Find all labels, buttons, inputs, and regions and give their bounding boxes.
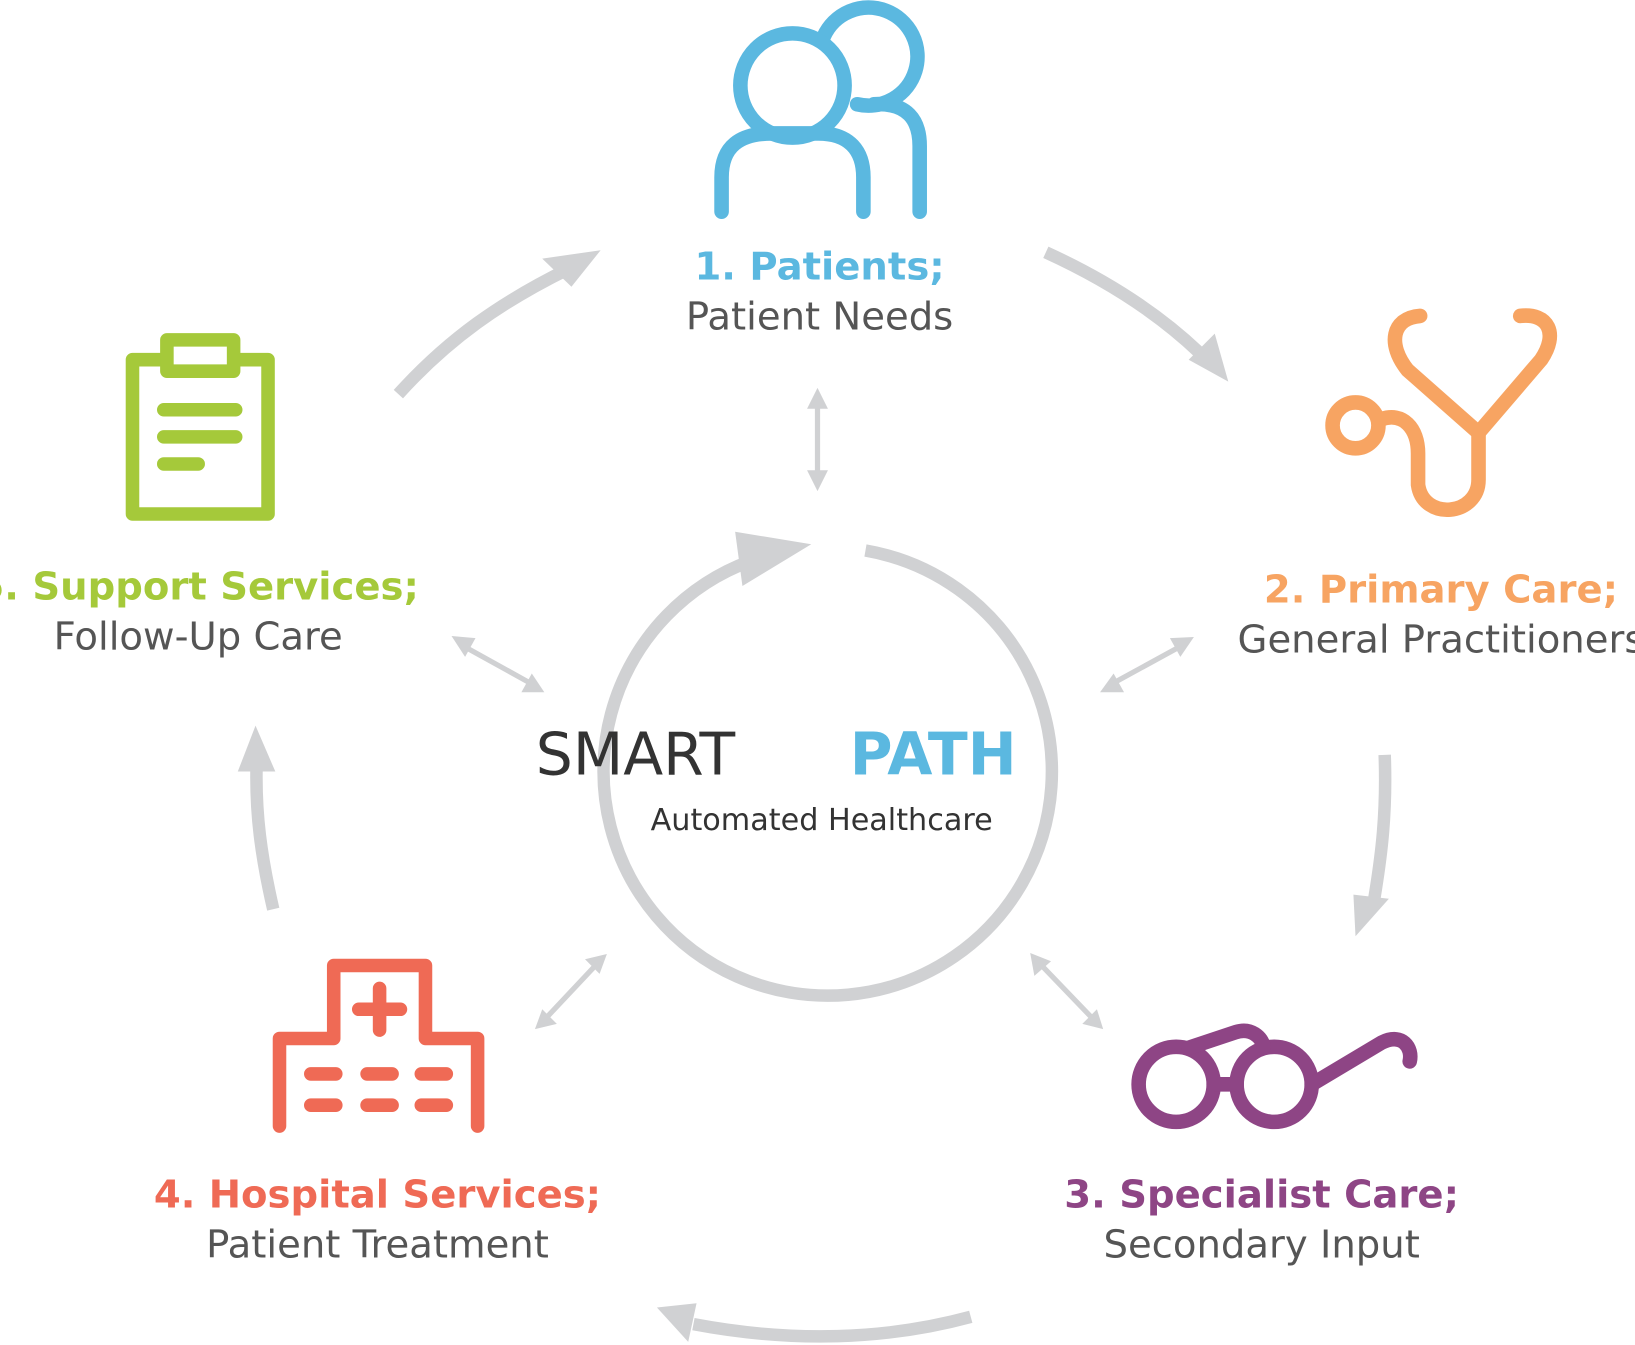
- hospital-icon: [272, 958, 485, 1133]
- node-3-title: 3. Specialist Care;: [1064, 1172, 1459, 1217]
- node-5-subtitle: Follow-Up Care: [54, 615, 343, 660]
- node-2-title: 2. Primary Care;: [1264, 568, 1618, 613]
- node-3-subtitle: Secondary Input: [1103, 1222, 1419, 1267]
- glasses-icon: [1131, 1023, 1418, 1130]
- node-1-subtitle: Patient Needs: [686, 294, 953, 339]
- node-1-title: 1. Patients;: [694, 244, 944, 289]
- clipboard-icon: [125, 333, 275, 521]
- node-4-title: 4. Hospital Services;: [154, 1172, 601, 1217]
- node-4-subtitle: Patient Treatment: [206, 1222, 549, 1267]
- people-icon: [714, 0, 927, 219]
- cycle-arrows: [237, 246, 1392, 1343]
- node-2-subtitle: General Practitioners: [1238, 618, 1635, 663]
- center-title-path: PATH: [850, 721, 1017, 789]
- center-cycle-circle: [597, 531, 1059, 1002]
- node-5-title: 5. Support Services;: [0, 565, 419, 610]
- center-subtitle: Automated Healthcare: [651, 803, 993, 838]
- stethoscope-icon: [1325, 308, 1558, 517]
- center-title-smart: SMART: [536, 721, 736, 789]
- connector-arrows: [451, 387, 1194, 1030]
